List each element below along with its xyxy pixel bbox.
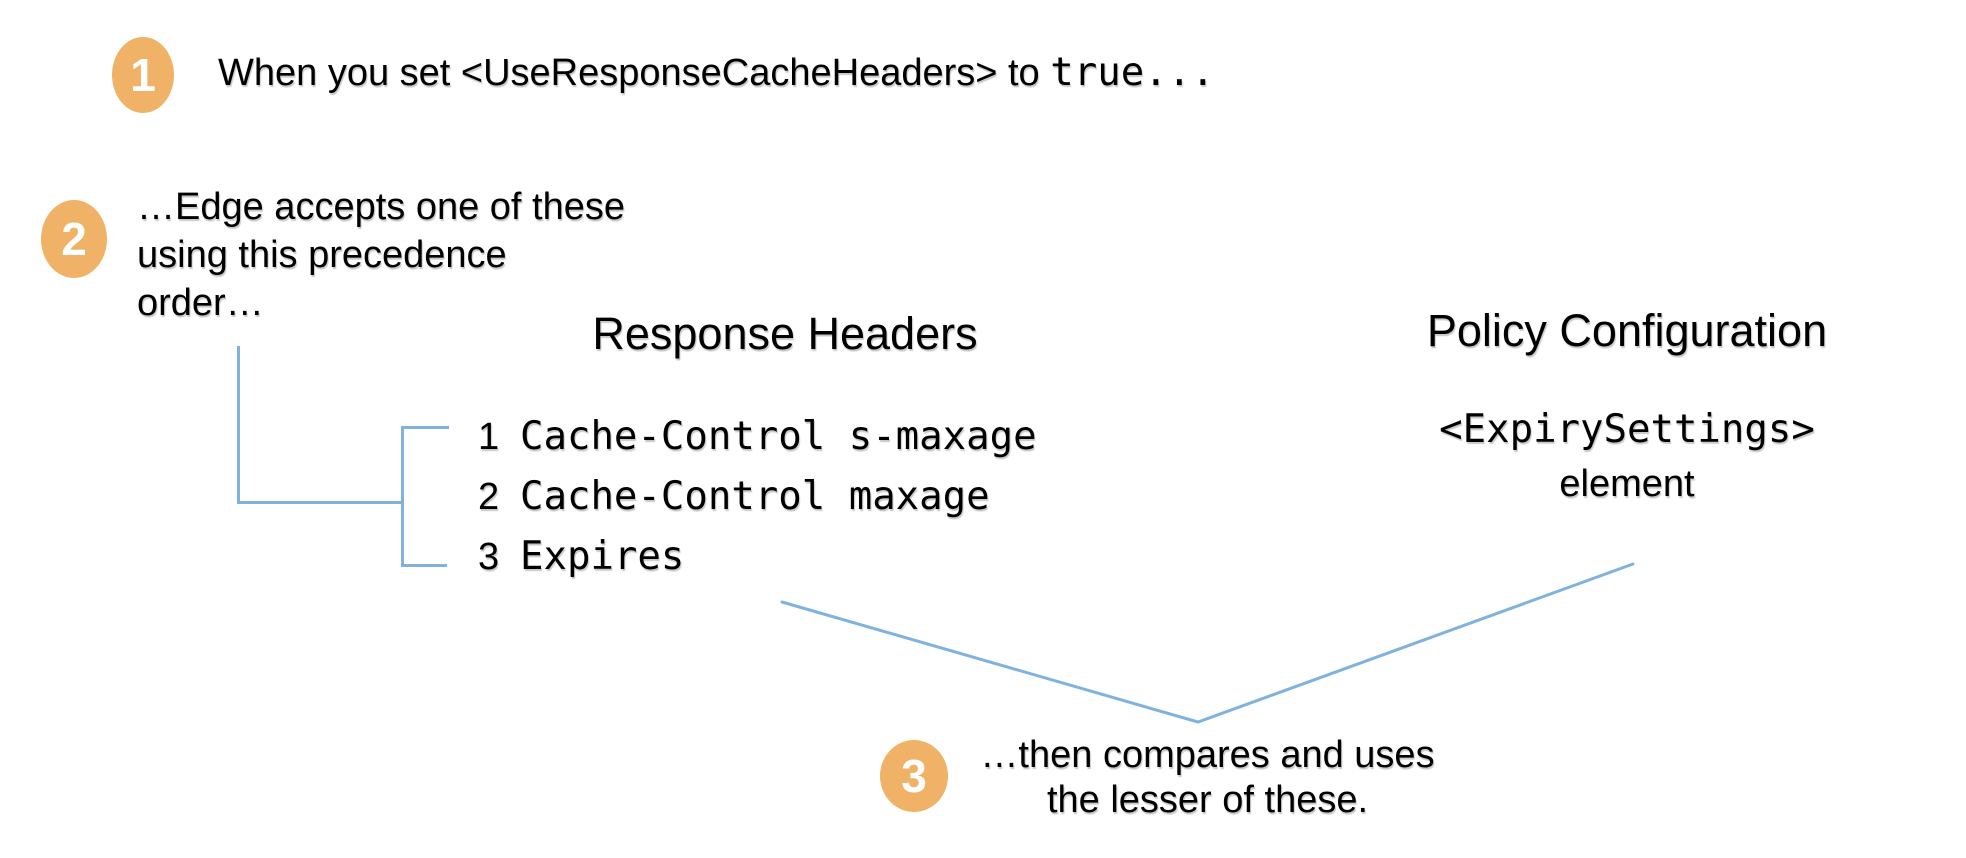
precedence-item-3-rank: 3 — [478, 536, 500, 578]
response-headers-title: Response Headers — [592, 308, 978, 359]
step-3-line: the lesser of these. — [1046, 779, 1369, 821]
precedence-bracket-bottom-stub — [401, 564, 447, 567]
expiry-settings-code: <ExpirySettings> — [1439, 407, 1815, 452]
precedence-bracket-top-stub — [401, 426, 449, 429]
precedence-item-2-rank: 2 — [478, 476, 500, 518]
step-3-text: …then compares and uses the lesser of th… — [975, 733, 1440, 823]
precedence-item-2-value: Cache-Control maxage — [520, 474, 990, 519]
step-1-text: When you set <UseResponseCacheHeaders> t… — [218, 49, 1215, 97]
step-2-badge: 2 — [41, 200, 107, 278]
step-2-line: order… — [137, 282, 264, 324]
policy-configuration-title: Policy Configuration — [1426, 305, 1828, 356]
order-horizontal-connector-line — [237, 501, 404, 504]
step-3-line: …then compares and uses — [980, 734, 1435, 776]
compare-v-connector — [780, 562, 1635, 724]
order-vertical-connector-line — [237, 346, 240, 504]
precedence-item-1-rank: 1 — [478, 416, 500, 458]
precedence-bracket-vertical-line — [401, 426, 404, 567]
step-3-number: 3 — [901, 750, 927, 802]
precedence-item-3: 3 Expires — [478, 533, 684, 581]
step-2-line: …Edge accepts one of these — [137, 186, 625, 228]
step-2-number: 2 — [61, 213, 87, 265]
precedence-item-2: 2 Cache-Control maxage — [478, 473, 990, 521]
expiry-settings-element-label: element — [1559, 463, 1695, 505]
precedence-item-3-value: Expires — [520, 534, 685, 579]
step-1-number: 1 — [130, 49, 156, 101]
step-3-badge: 3 — [880, 740, 948, 812]
step-1-badge: 1 — [112, 37, 174, 113]
step-1-text-prefix: When you set <UseResponseCacheHeaders> t… — [218, 52, 1051, 94]
precedence-item-1-value: Cache-Control s-maxage — [520, 414, 1037, 459]
step-2-line: using this precedence — [137, 234, 507, 276]
step-1-code: true... — [1050, 50, 1215, 95]
step-2-text: …Edge accepts one of these using this pr… — [137, 183, 625, 327]
precedence-item-1: 1 Cache-Control s-maxage — [478, 413, 1037, 461]
